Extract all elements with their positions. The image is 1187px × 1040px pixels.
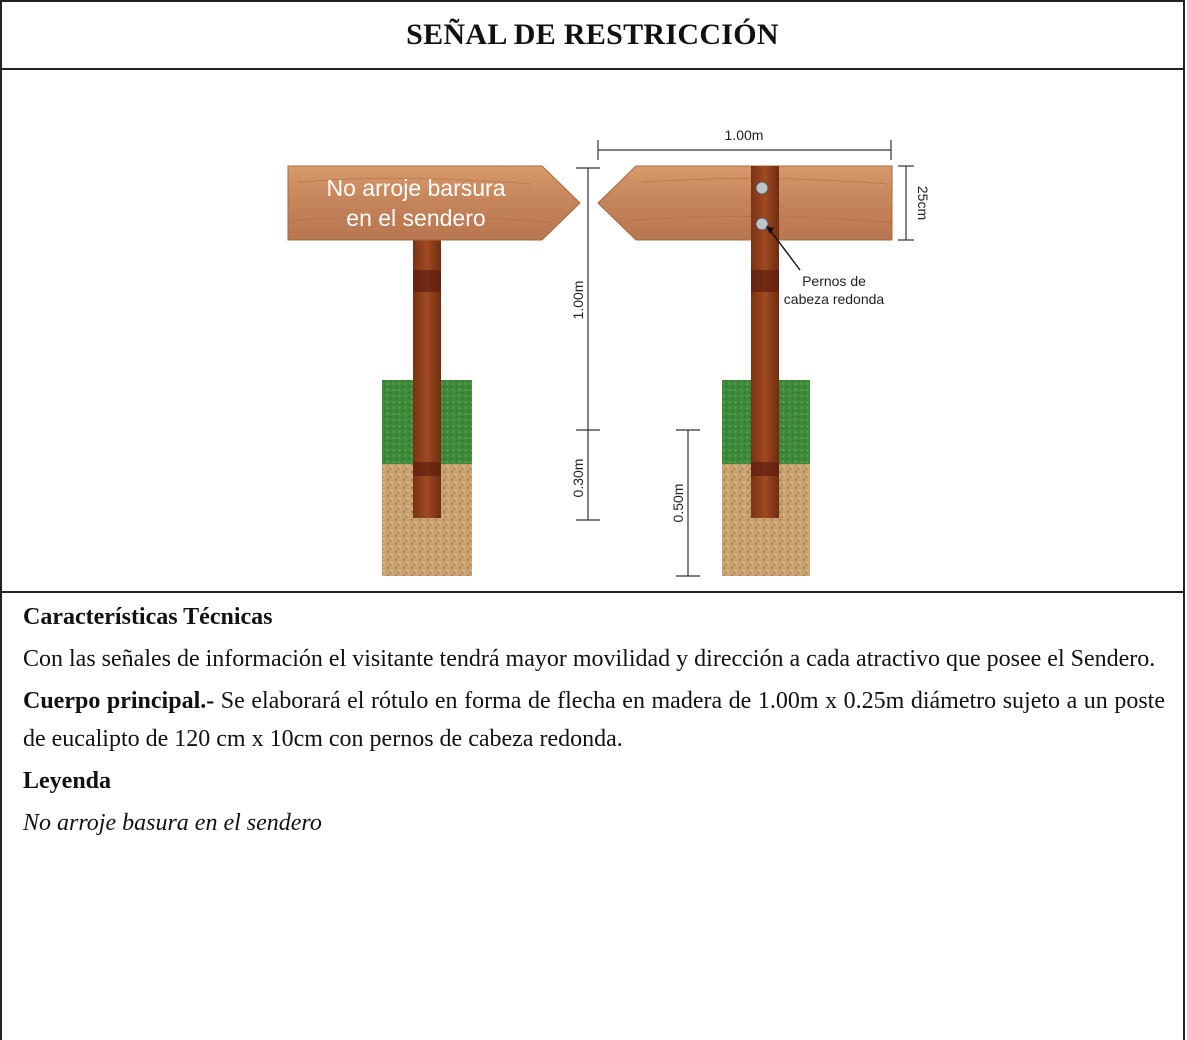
dimension-post	[576, 167, 600, 521]
body-paragraph: Cuerpo principal.- Se elaborará el rótul…	[23, 682, 1165, 758]
bolt-bottom-icon	[755, 217, 769, 231]
callout-line1: Pernos de	[802, 273, 866, 289]
dim-post-above: 1.00m	[570, 281, 586, 320]
legend-text: No arroje basura en el sendero	[23, 810, 322, 836]
dimension-width	[597, 140, 892, 160]
tech-heading: Características Técnicas	[23, 604, 273, 630]
right-sign: Pernos de cabeza redonda	[597, 165, 893, 576]
title-row: SEÑAL DE RESTRICCIÓN	[2, 2, 1183, 70]
callout-line2: cabeza redonda	[784, 291, 885, 307]
sign-text-line1: No arroje barsura	[327, 175, 506, 201]
tech-text: Con las señales de información el visita…	[23, 646, 1156, 672]
body-label: Cuerpo principal.-	[23, 688, 215, 714]
dim-post-buried: 0.30m	[570, 459, 586, 498]
left-sign: No arroje barsura en el sendero	[287, 165, 581, 576]
left-arrow-board	[287, 165, 581, 241]
legend-heading: Leyenda	[23, 768, 112, 794]
dim-width: 1.00m	[725, 127, 764, 143]
page-title: SEÑAL DE RESTRICCIÓN	[406, 18, 779, 51]
dim-board-height: 25cm	[915, 186, 931, 220]
sign-text-line2: en el sendero	[346, 205, 485, 231]
sign-diagram: No arroje barsura en el sendero 1.00m 0.…	[287, 127, 931, 577]
dimension-hole-depth	[676, 429, 700, 577]
technical-description: Características Técnicas Con las señales…	[23, 598, 1165, 842]
dimension-board-height	[898, 165, 914, 241]
dim-hole-depth: 0.50m	[670, 484, 686, 523]
sign-figure: No arroje barsura en el sendero 1.00m 0.…	[2, 70, 1183, 593]
bolt-top-icon	[755, 181, 769, 195]
right-arrow-board	[597, 165, 893, 241]
body-text: Se elaborará el rótulo en forma de flech…	[23, 688, 1165, 752]
